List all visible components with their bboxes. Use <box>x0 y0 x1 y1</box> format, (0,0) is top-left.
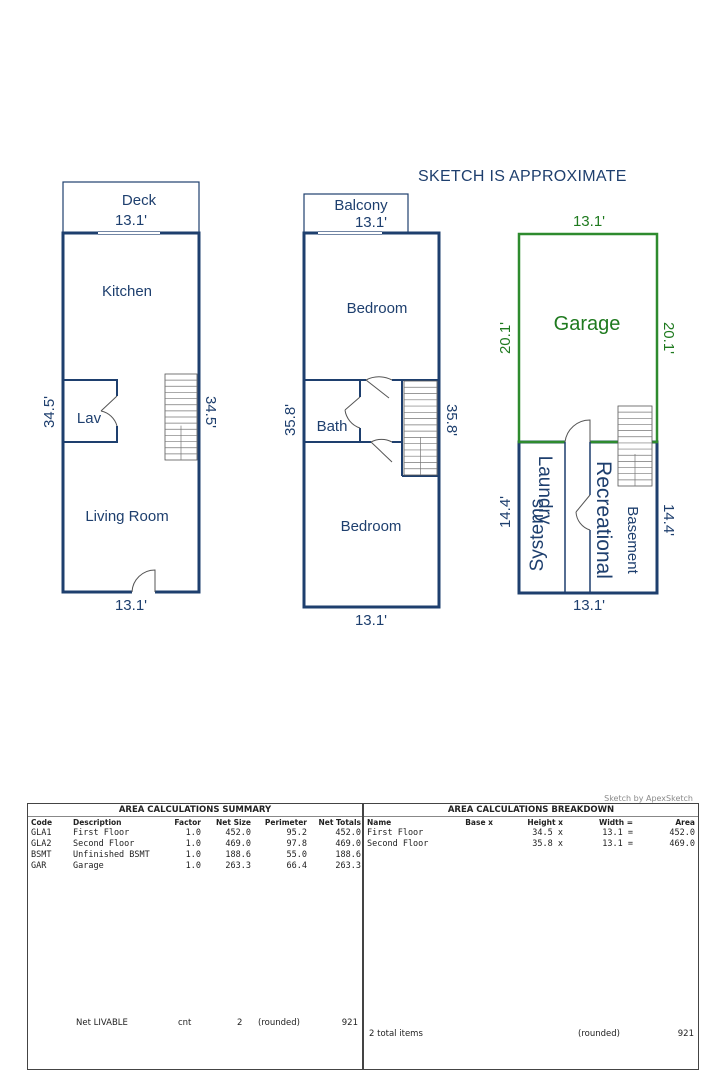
entry-door-swing-icon <box>131 569 156 593</box>
balcony-label: Balcony <box>334 197 388 214</box>
basement-bottom-dimension: 13.1' <box>573 597 605 614</box>
second-floor-left-dimension: 35.8' <box>282 404 299 436</box>
deck-label: Deck <box>122 192 157 209</box>
col-width: Width = <box>598 817 633 827</box>
first-floor-right-dimension: 34.5' <box>202 396 219 428</box>
net-livable-rounded: (rounded) <box>258 1018 300 1028</box>
deck-dimension: 13.1' <box>115 212 147 229</box>
second-floor-bottom-dimension: 13.1' <box>355 612 387 629</box>
systems-door-swing-icon <box>575 494 591 531</box>
lower-bedroom-door-swing-icon <box>370 438 393 463</box>
balcony-dimension: 13.1' <box>355 214 387 231</box>
basement-right-dimension: 14.4' <box>660 504 677 536</box>
garage-label: Garage <box>554 313 621 335</box>
bedroom-upper-label: Bedroom <box>347 300 408 317</box>
area-breakdown-table: Name Base x Height x Width = Area First … <box>364 817 698 849</box>
first-floor-bottom-dimension: 13.1' <box>115 597 147 614</box>
first-floor-left-dimension: 34.5' <box>41 396 58 428</box>
second-floor-plan: Balcony 13.1' Bedroom Bath Bedroom 35.8'… <box>282 193 460 629</box>
garage-right-dimension: 20.1' <box>660 322 677 354</box>
systems-label: Systems <box>527 499 548 572</box>
bedroom-door-swing-icon <box>365 376 393 399</box>
first-floor-stairs-icon <box>164 373 198 461</box>
area-breakdown-panel: AREA CALCULATIONS BREAKDOWN Name Base x … <box>363 803 699 1070</box>
net-livable-total: 921 <box>341 1018 358 1028</box>
bath-door-swing-icon <box>344 396 361 429</box>
second-floor-right-dimension: 35.8' <box>443 404 460 436</box>
breakdown-total: 921 <box>677 1029 694 1039</box>
basement-stairs-icon <box>617 405 653 487</box>
col-area: Area <box>675 817 695 827</box>
area-breakdown-title: AREA CALCULATIONS BREAKDOWN <box>364 804 698 817</box>
garage-basement-plan: 13.1' Garage 20.1' 20.1' Laundry Systems… <box>497 213 677 614</box>
first-floor-plan: Deck 13.1' Kitchen Lav Living Room 34.5'… <box>41 181 219 614</box>
lav-door-swing-icon <box>100 395 118 427</box>
recreational-label: Recreational <box>592 461 615 579</box>
breakdown-rounded: (rounded) <box>578 1029 620 1039</box>
lav-label: Lav <box>77 410 102 427</box>
col-height: Height x <box>527 817 563 827</box>
kitchen-label: Kitchen <box>102 283 152 300</box>
basement-left-dimension: 14.4' <box>497 496 514 528</box>
col-name: Name <box>367 817 392 827</box>
garage-top-dimension: 13.1' <box>573 213 605 230</box>
area-summary-title: AREA CALCULATIONS SUMMARY <box>28 804 362 817</box>
basement-label: Basement <box>624 506 641 574</box>
sketch-approximate-note: SKETCH IS APPROXIMATE <box>418 168 627 185</box>
floor-plan-sketch: Deck 13.1' Kitchen Lav Living Room 34.5'… <box>41 181 677 629</box>
col-perimeter: Perimeter <box>264 817 307 827</box>
living-room-label: Living Room <box>85 508 168 525</box>
area-summary-table: Code Description Factor Net Size Perimet… <box>28 817 364 871</box>
col-code: Code <box>31 817 53 827</box>
area-summary-panel: AREA CALCULATIONS SUMMARY Code Descripti… <box>27 803 363 1070</box>
col-net-size: Net Size <box>216 817 251 827</box>
area-breakdown-header-row: Name Base x Height x Width = Area <box>364 817 698 827</box>
second-floor-stairs-icon <box>403 380 438 476</box>
garage-door-swing-icon <box>564 419 591 443</box>
bath-label: Bath <box>317 418 348 435</box>
area-summary-header-row: Code Description Factor Net Size Perimet… <box>28 817 364 827</box>
sketch-credit: Sketch by ApexSketch <box>604 794 693 803</box>
net-livable-count: 2 <box>237 1018 243 1028</box>
col-base: Base x <box>465 817 493 827</box>
col-factor: Factor <box>174 817 201 827</box>
bedroom-lower-label: Bedroom <box>341 518 402 535</box>
garage-left-dimension: 20.1' <box>497 322 514 354</box>
net-livable-unit: cnt <box>178 1018 192 1028</box>
laundry-label: Laundry <box>534 456 555 525</box>
col-net-totals: Net Totals <box>318 817 361 827</box>
net-livable-label: Net LIVABLE <box>76 1018 128 1028</box>
total-items-label: 2 total items <box>369 1029 423 1039</box>
col-description: Description <box>73 817 122 827</box>
